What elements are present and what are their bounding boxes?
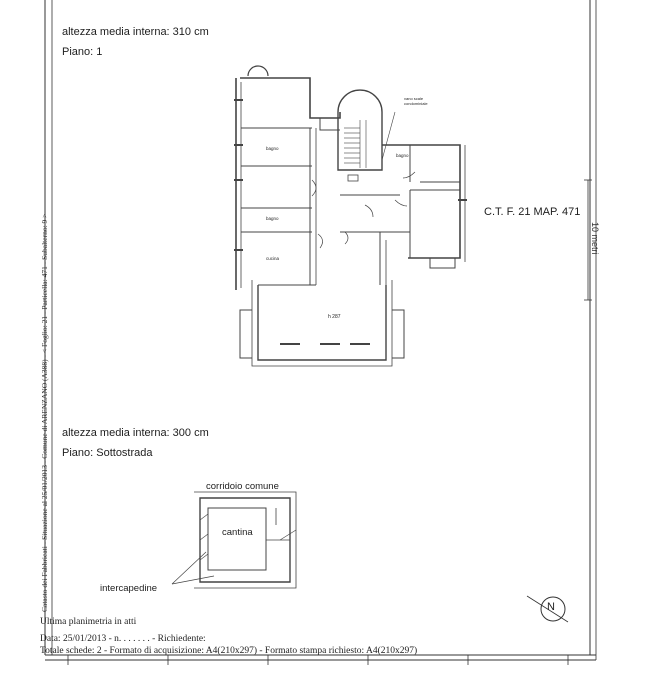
cellar-label: cantina <box>222 527 253 538</box>
gap-label: intercapedine <box>100 583 158 594</box>
corridor-label: corridoio comune <box>206 481 279 492</box>
side-stamp: Catasto dei Fabbricati - Situazione al 2… <box>40 213 49 612</box>
stair-note: vano scale condominiale <box>404 96 428 106</box>
room-label-bagno-c: bagno <box>396 153 409 158</box>
scale-ticks <box>67 655 569 665</box>
room-height-mark: h 287 <box>328 314 341 320</box>
floor1-piano-label: Piano: 1 <box>62 46 103 58</box>
basement-height-label: altezza media interna: 300 cm <box>62 427 209 439</box>
footer-line1: Ultima planimetria in atti <box>40 617 137 627</box>
basement-piano-label: Piano: Sottostrada <box>62 447 153 459</box>
floor1-height-label: altezza media interna: 310 cm <box>62 26 209 38</box>
north-arrow <box>526 595 569 623</box>
basement-plan <box>171 491 297 589</box>
room-label-bagno-a: bagno <box>266 146 279 151</box>
page-frame <box>44 0 597 661</box>
footer-line3: Totale schede: 2 - Formato di acquisizio… <box>40 646 418 656</box>
scale-bar <box>584 179 592 301</box>
scale-label: 10 metri <box>590 222 600 255</box>
floor1-plan <box>234 65 467 367</box>
north-label: N <box>547 601 555 613</box>
room-label-cucina: cucina <box>266 256 280 261</box>
footer-line2: Data: 25/01/2013 - n. . . . . . . - Rich… <box>40 634 206 644</box>
room-label-bagno-b: bagno <box>266 216 279 221</box>
cadastral-reference: C.T. F. 21 MAP. 471 <box>484 206 581 218</box>
